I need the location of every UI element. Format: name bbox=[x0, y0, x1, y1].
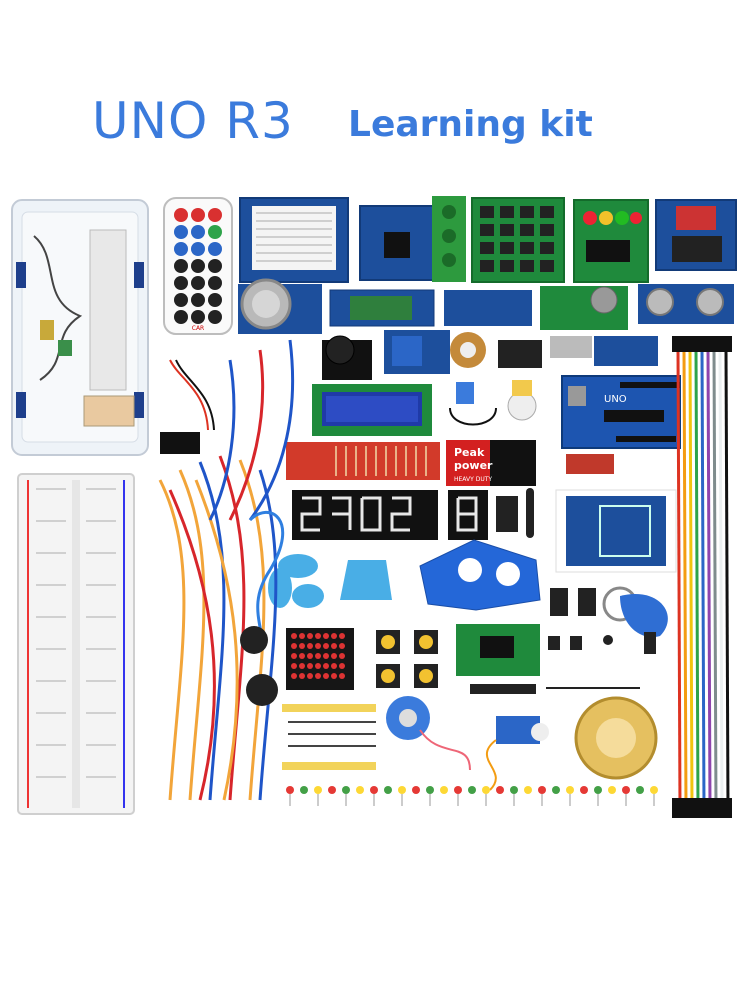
seven-segment-display-1digit bbox=[448, 490, 488, 540]
transistors bbox=[548, 636, 582, 650]
title-sub: Learning kit bbox=[348, 104, 593, 145]
uno-board-label: UNO bbox=[604, 394, 627, 405]
lcd-1602 bbox=[312, 384, 432, 436]
gas-sensor bbox=[238, 278, 322, 334]
buzzer bbox=[240, 626, 278, 706]
camera-mount bbox=[340, 560, 392, 600]
jumper-wires bbox=[158, 339, 295, 801]
rfid-module bbox=[555, 489, 677, 573]
rfid-keychain bbox=[602, 586, 668, 638]
title-main: UNO R3 bbox=[92, 92, 294, 150]
servo-motor bbox=[485, 716, 549, 791]
remote-row-1 bbox=[174, 208, 222, 256]
sensor-wires bbox=[449, 407, 497, 426]
title-banner: UNO R3 Learning kit bbox=[0, 92, 750, 162]
pin-header bbox=[578, 588, 596, 616]
remote-number-keys bbox=[174, 259, 222, 324]
usb-cable-plug bbox=[550, 336, 592, 358]
breadboard-large bbox=[17, 473, 135, 815]
ir-remote: CAR bbox=[163, 197, 233, 335]
servo-horn bbox=[507, 380, 537, 421]
battery-label: HEAVY DUTY bbox=[454, 476, 492, 483]
stepper-motor bbox=[386, 696, 471, 771]
proto-shield bbox=[239, 197, 349, 283]
bluetooth-module bbox=[329, 289, 435, 327]
relay-module bbox=[384, 330, 450, 374]
sound-sensor bbox=[566, 454, 614, 474]
motor-driver-board bbox=[359, 196, 466, 282]
rgb-module bbox=[498, 340, 542, 368]
usb-cable bbox=[248, 510, 285, 641]
seven-segment-display-4digit bbox=[292, 490, 438, 540]
push-buttons bbox=[376, 630, 438, 688]
potentiometer bbox=[450, 332, 486, 368]
fan-blade bbox=[268, 554, 324, 608]
uno-board: UNO bbox=[561, 375, 681, 449]
capacitor bbox=[644, 632, 656, 654]
pin-header bbox=[550, 588, 568, 616]
hx711-board bbox=[456, 624, 540, 676]
pin-header-strip bbox=[470, 684, 536, 694]
dupont-cable-bundle bbox=[672, 336, 732, 818]
ic-chip bbox=[496, 496, 518, 532]
remote-brand: CAR bbox=[192, 325, 204, 332]
rtc-module bbox=[540, 286, 628, 330]
sensor-board bbox=[444, 290, 532, 326]
battery-brand-line1: Peak bbox=[454, 446, 485, 459]
battery-9v: Peak power HEAVY DUTY bbox=[446, 440, 536, 486]
joystick-module bbox=[322, 335, 372, 380]
dht-sensor bbox=[456, 382, 474, 404]
kit-photo: CAR bbox=[11, 196, 737, 818]
storage-box bbox=[11, 199, 149, 456]
gsm-board bbox=[655, 199, 737, 271]
ir-receiver bbox=[603, 635, 613, 645]
led-driver-board bbox=[573, 199, 649, 283]
antenna bbox=[526, 488, 534, 538]
led-matrix-8x8 bbox=[286, 628, 354, 690]
ultrasonic-sensor bbox=[638, 284, 734, 324]
ultrasonic-bracket bbox=[419, 539, 541, 611]
ftdi-module bbox=[594, 336, 658, 366]
coil-module bbox=[574, 696, 658, 780]
keypad-4x4 bbox=[471, 197, 565, 283]
water-level-sensor bbox=[286, 442, 440, 480]
battery-clip bbox=[160, 359, 215, 454]
battery-brand-line2: power bbox=[454, 459, 493, 472]
resistors bbox=[282, 704, 376, 770]
led-row bbox=[286, 786, 658, 806]
